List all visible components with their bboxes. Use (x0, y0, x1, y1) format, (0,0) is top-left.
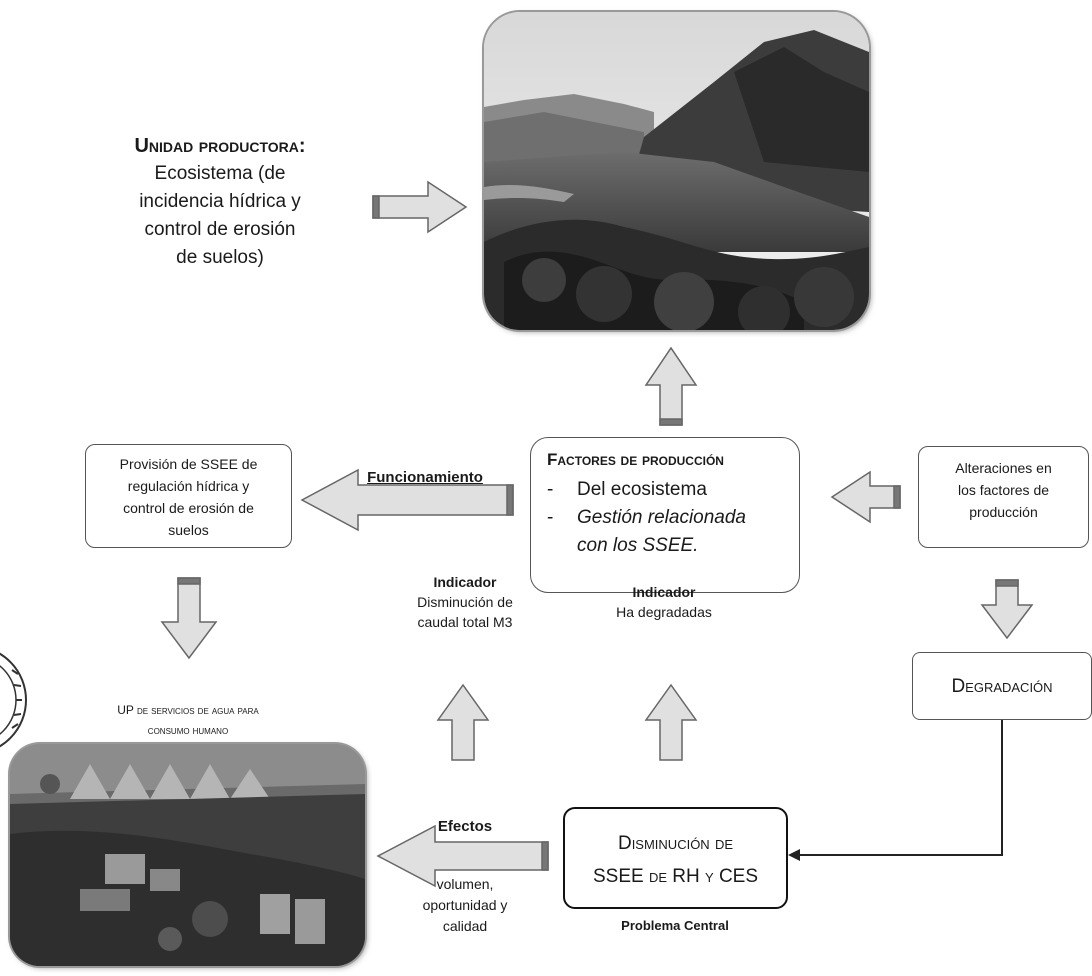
indicador-caudal-heading: Indicador (433, 574, 497, 590)
indicador-ha-heading: Indicador (632, 584, 696, 600)
up-rest: de servicios de agua para (137, 705, 259, 717)
alteraciones-box: Alteraciones en los factores de producci… (918, 446, 1089, 548)
efectos-label: Efectos (437, 818, 493, 835)
ecosystem-photo-image (484, 12, 869, 330)
up-line2: consumo humano (147, 725, 229, 737)
arrow-down-to-up-icon (160, 577, 218, 660)
arrow-up-indicador-caudal-icon (436, 683, 490, 761)
alteraciones-line: producción (969, 504, 1038, 520)
funcionamiento-label: Funcionamiento (367, 469, 483, 486)
degradacion-label: Degradación (951, 676, 1053, 697)
degradacion-box: Degradación (912, 652, 1092, 720)
provision-line: Provisión de SSEE de (119, 456, 258, 472)
indicador-caudal-line: caudal total M3 (417, 614, 513, 630)
indicador-ha-label: Indicador Ha degradadas (594, 582, 734, 622)
factores-item: - Gestión relacionada (547, 504, 783, 532)
provision-line: suelos (168, 522, 209, 538)
up-servicios-label: UP de servicios de agua para consumo hum… (10, 700, 366, 741)
unidad-productora-line: de suelos) (176, 247, 264, 268)
provision-line: regulación hídrica y (127, 478, 250, 494)
indicador-ha-line: Ha degradadas (616, 604, 712, 620)
factores-item-text: Del ecosistema (577, 479, 707, 500)
unidad-productora-label: Unidad productora: Ecosistema (de incide… (110, 132, 330, 272)
stamp-seal-icon (0, 652, 27, 748)
factores-item-text: Gestión relacionada (577, 507, 746, 528)
up-prefix: UP (117, 703, 134, 717)
problema-line: Disminución de (617, 833, 734, 854)
connector-arrowhead-icon (788, 849, 800, 861)
ecosystem-photo (484, 12, 869, 330)
factores-box: Factores de producción - Del ecosistema … (530, 437, 800, 593)
provision-box: Provisión de SSEE de regulación hídrica … (85, 444, 292, 548)
factores-dash: - (547, 479, 554, 500)
arrow-up-to-ecosystem-icon (644, 346, 698, 426)
indicador-caudal-line: Disminución de (417, 594, 513, 610)
problema-line: SSEE de RH y CES (592, 866, 759, 887)
unidad-productora-heading: Unidad productora: (134, 135, 306, 157)
alteraciones-line: Alteraciones en (955, 460, 1052, 476)
factores-item: con los SSEE. (547, 532, 783, 560)
degradacion-connector (795, 720, 1003, 856)
unidad-productora-line: Ecosistema (de (154, 163, 286, 184)
factores-heading: Factores de producción (547, 450, 724, 469)
arrow-left-funcionamiento-icon (300, 468, 514, 532)
unidad-productora-line: control de erosión (144, 219, 296, 240)
efectos-line: calidad (442, 918, 488, 934)
arrow-right-to-ecosystem-icon (372, 180, 468, 234)
problema-central-caption: Problema Central (621, 918, 729, 933)
problema-central-box: Disminución de SSEE de RH y CES (563, 807, 788, 909)
arrow-left-efectos-icon (376, 824, 549, 888)
efectos-line: oportunidad y (422, 897, 508, 913)
unidad-productora-line: incidencia hídrica y (139, 191, 301, 212)
arrow-up-indicador-ha-icon (644, 683, 698, 761)
water-plant-photo-image (10, 744, 365, 966)
provision-line: control de erosión de (123, 500, 254, 516)
alteraciones-line: los factores de (957, 482, 1050, 498)
indicador-caudal-label: Indicador Disminución de caudal total M3 (395, 572, 535, 632)
arrow-down-degradacion-icon (980, 579, 1034, 640)
factores-dash: - (547, 507, 554, 528)
efectos-line: volumen, (436, 876, 494, 892)
arrow-left-alteraciones-icon (830, 470, 901, 524)
factores-item-text: con los SSEE. (577, 535, 699, 556)
water-plant-photo (10, 744, 365, 966)
factores-item: - Del ecosistema (547, 476, 783, 504)
